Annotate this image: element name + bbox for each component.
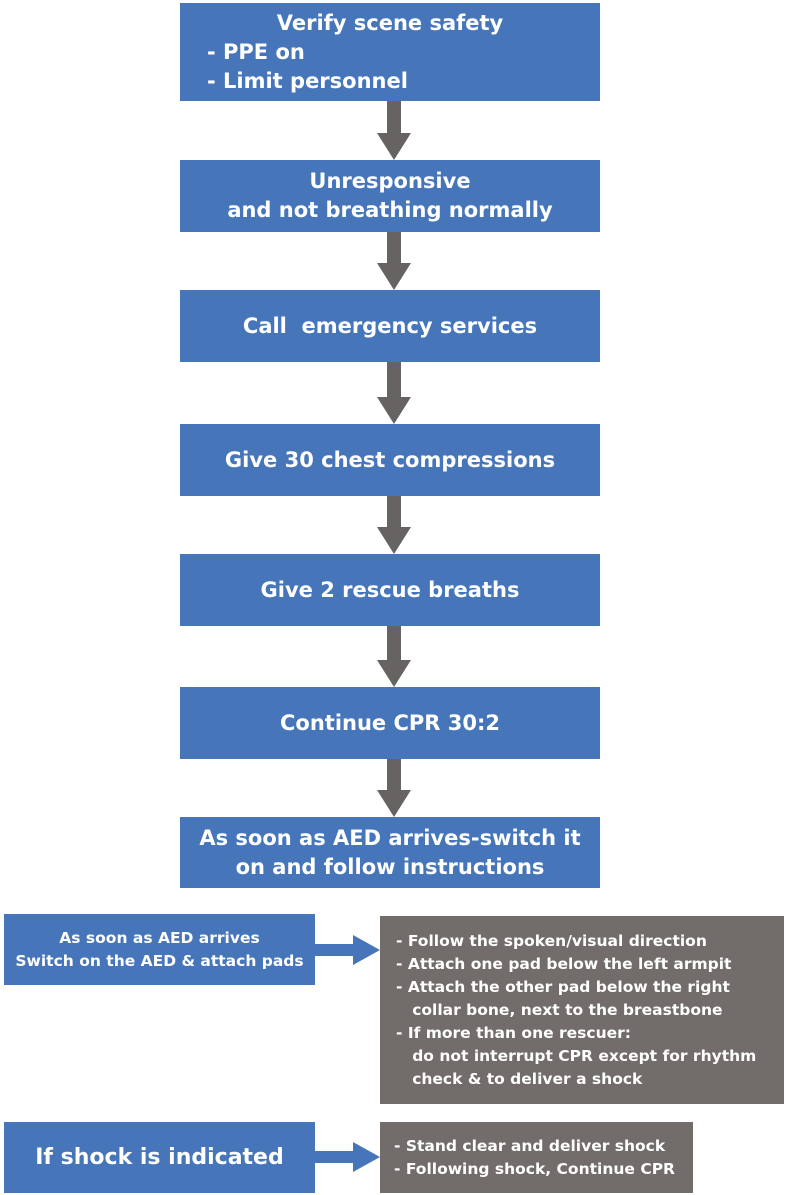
instruction-line: do not interrupt CPR except for rhythm	[396, 1046, 757, 1065]
step-aed-arrives: As soon as AED arrives-switch it on and …	[180, 817, 600, 888]
instruction-line: collar bone, next to the breastbone	[396, 1000, 723, 1019]
step-continue-cpr: Continue CPR 30:2	[180, 687, 600, 759]
down-arrow-icon	[377, 626, 411, 687]
step-call-emergency: Call emergency services	[180, 290, 600, 362]
step-unresponsive: Unresponsive and not breathing normally	[180, 160, 600, 232]
step-subitem: - PPE on	[207, 39, 305, 64]
right-arrow-icon	[315, 1142, 380, 1172]
down-arrow-icon	[377, 362, 411, 424]
step-title: Verify scene safety	[276, 10, 504, 35]
down-arrow-icon	[377, 101, 411, 160]
step-line: As soon as AED arrives-switch it	[199, 825, 581, 850]
instruction-line: check & to deliver a shock	[396, 1069, 643, 1088]
step-rescue-breaths: Give 2 rescue breaths	[180, 554, 600, 626]
instruction-line: - If more than one rescuer:	[396, 1023, 631, 1042]
instruction-line: - Stand clear and deliver shock	[394, 1136, 666, 1155]
instruction-line: - Attach the other pad below the right	[396, 977, 730, 996]
step-line: Continue CPR 30:2	[280, 710, 500, 735]
step-line: Unresponsive	[309, 169, 471, 193]
down-arrow-icon	[377, 496, 411, 554]
instruction-line: - Follow the spoken/visual direction	[396, 931, 707, 950]
shock-action-line: If shock is indicated	[35, 1145, 284, 1170]
step-chest-compressions: Give 30 chest compressions	[180, 424, 600, 496]
step-line: Give 2 rescue breaths	[260, 577, 520, 602]
down-arrow-icon	[377, 232, 411, 290]
instruction-line: - Following shock, Continue CPR	[394, 1159, 675, 1178]
aed-action-line: As soon as AED arrives	[59, 928, 260, 947]
step-line: on and follow instructions	[235, 854, 545, 879]
down-arrow-icon	[377, 759, 411, 817]
step-line: Give 30 chest compressions	[224, 447, 556, 472]
instruction-line: - Attach one pad below the left armpit	[396, 954, 732, 973]
step-verify-scene-safety: Verify scene safety - PPE on - Limit per…	[180, 3, 600, 101]
shock-action-box: If shock is indicated	[4, 1122, 315, 1193]
shock-instructions-box: - Stand clear and deliver shock - Follow…	[380, 1122, 693, 1193]
aed-action-box: As soon as AED arrives Switch on the AED…	[4, 914, 315, 985]
step-subitem: - Limit personnel	[207, 68, 408, 93]
right-arrow-icon	[315, 935, 380, 965]
aed-instructions-box: - Follow the spoken/visual direction - A…	[380, 916, 784, 1104]
aed-action-line: Switch on the AED & attach pads	[15, 951, 304, 970]
step-line: and not breathing normally	[227, 198, 553, 222]
step-line: Call emergency services	[242, 313, 538, 338]
